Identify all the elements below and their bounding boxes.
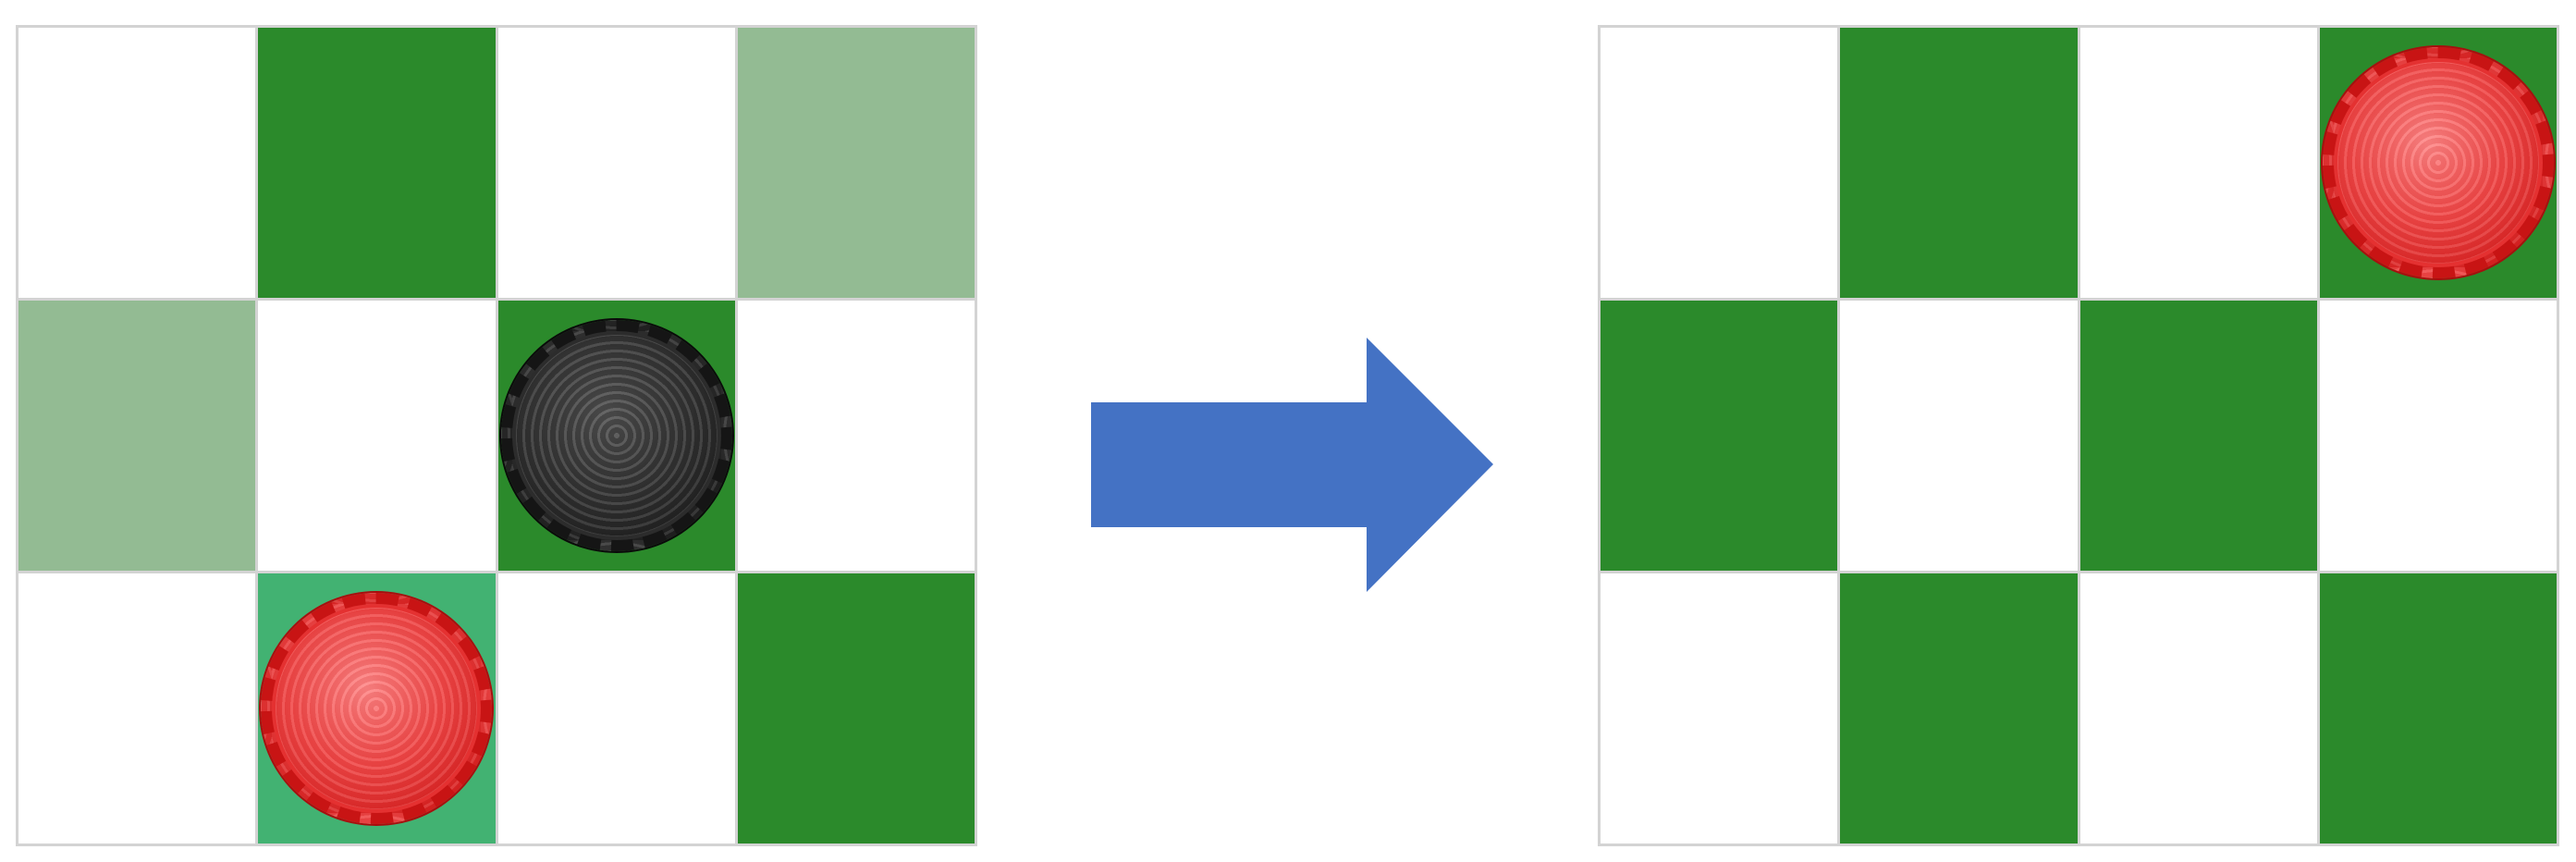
board-square[interactable]: [1601, 301, 1838, 571]
red-checker-piece[interactable]: [261, 593, 493, 824]
board-square[interactable]: [2319, 301, 2557, 571]
board-square[interactable]: [497, 28, 735, 298]
board-square[interactable]: [18, 301, 256, 571]
red-checker-piece[interactable]: [2322, 47, 2554, 278]
board-square[interactable]: [258, 28, 496, 298]
board-square[interactable]: [737, 28, 975, 298]
arrow-shape: [1091, 338, 1493, 592]
board-square[interactable]: [2319, 28, 2557, 298]
board-square[interactable]: [737, 573, 975, 844]
black-checker-piece[interactable]: [500, 320, 732, 551]
board-square[interactable]: [497, 573, 735, 844]
board-square[interactable]: [1840, 28, 2078, 298]
board-square[interactable]: [497, 301, 735, 571]
board-square[interactable]: [2079, 28, 2317, 298]
board-square[interactable]: [1840, 301, 2078, 571]
board-square[interactable]: [1601, 28, 1838, 298]
board-square[interactable]: [2079, 301, 2317, 571]
board-square[interactable]: [18, 573, 256, 844]
board-square[interactable]: [258, 301, 496, 571]
board-before: [16, 25, 977, 846]
board-square[interactable]: [2079, 573, 2317, 844]
board-square[interactable]: [258, 573, 496, 844]
board-square[interactable]: [1840, 573, 2078, 844]
board-square[interactable]: [2319, 573, 2557, 844]
right-arrow-icon: [1091, 338, 1493, 592]
board-square[interactable]: [1601, 573, 1838, 844]
board-after: [1598, 25, 2559, 846]
board-square[interactable]: [18, 28, 256, 298]
board-square[interactable]: [737, 301, 975, 571]
